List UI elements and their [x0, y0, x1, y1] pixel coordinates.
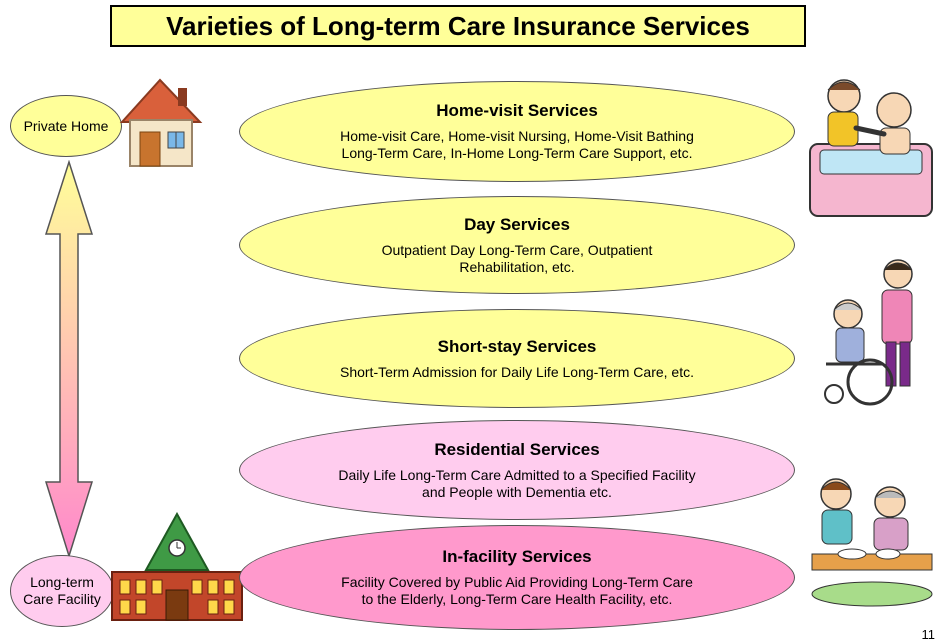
service-description: Daily Life Long-Term Care Admitted to a … [338, 466, 696, 500]
service-in-facility: In-facility Services Facility Covered by… [239, 525, 795, 630]
service-description: Facility Covered by Public Aid Providing… [341, 574, 693, 607]
service-heading: In-facility Services [442, 547, 592, 566]
service-heading: Day Services [464, 214, 570, 234]
private-home-label: Private Home [10, 95, 122, 157]
service-short-stay: Short-stay Services Short-Term Admission… [239, 309, 795, 408]
facility-building-icon [111, 512, 243, 621]
page-number: 11 [921, 627, 936, 642]
page-title: Varieties of Long-term Care Insurance Se… [110, 5, 806, 47]
service-heading: Short-stay Services [437, 336, 597, 356]
double-arrow-icon [44, 160, 94, 559]
service-heading: Home-visit Services [436, 101, 598, 120]
house-icon [119, 78, 203, 167]
service-heading: Residential Services [434, 439, 600, 459]
service-home-visit: Home-visit Services Home-visit Care, Hom… [239, 81, 795, 182]
bathing-care-illustration [809, 79, 933, 217]
service-day: Day Services Outpatient Day Long-Term Ca… [239, 196, 795, 294]
service-description: Short-Term Admission for Daily Life Long… [339, 363, 694, 380]
meal-care-illustration [811, 478, 933, 607]
long-term-care-facility-label: Long-term Care Facility [10, 555, 114, 627]
service-description: Outpatient Day Long-Term Care, Outpatien… [381, 241, 653, 275]
service-residential: Residential Services Daily Life Long-Ter… [239, 420, 795, 520]
service-description: Home-visit Care, Home-visit Nursing, Hom… [340, 128, 694, 161]
wheelchair-care-illustration [824, 259, 913, 406]
